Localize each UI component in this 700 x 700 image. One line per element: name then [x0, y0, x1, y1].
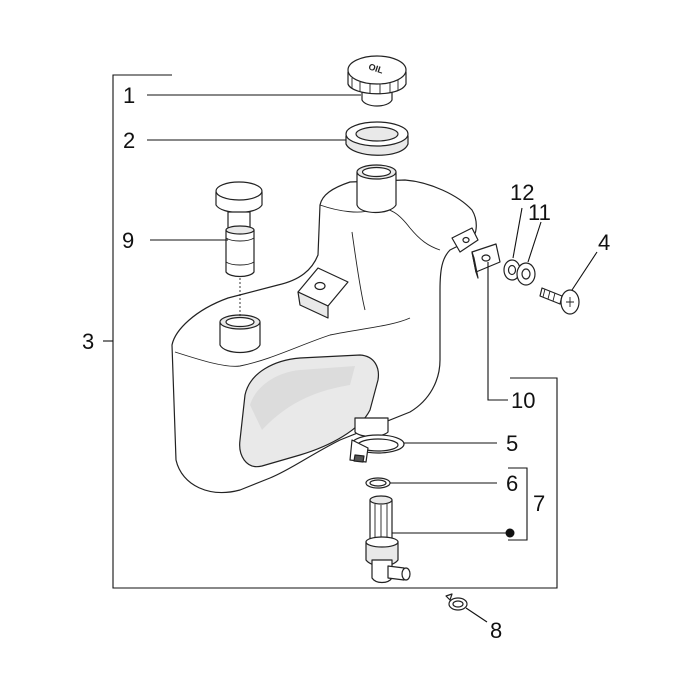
screw-part-4 [539, 287, 580, 315]
callout-6: 6 [506, 471, 518, 496]
callout-2: 2 [123, 128, 135, 153]
hose-clamp-part-5 [349, 434, 405, 463]
clip-nut-part-10 [471, 243, 501, 279]
assembly-frame-3 [112, 74, 558, 589]
leader-7-dot [505, 528, 515, 538]
grommet-part-2 [345, 121, 409, 156]
leader-12 [512, 207, 523, 259]
group-bracket-7 [508, 467, 528, 541]
callout-1: 1 [123, 83, 135, 108]
oil-tank [171, 164, 479, 494]
dipstick-part-9 [215, 181, 263, 318]
leader-4 [571, 251, 598, 291]
leader-11 [527, 221, 542, 263]
hose-clip-part-8 [445, 593, 468, 611]
oil-cap-part-1: OIL [347, 55, 407, 107]
callout-7: 7 [533, 491, 545, 516]
outlet-fitting-part-7 [365, 495, 411, 584]
callout-10: 10 [511, 388, 535, 413]
callout-3: 3 [82, 329, 94, 354]
o-ring-part-6 [365, 477, 391, 489]
callout-8: 8 [490, 618, 502, 643]
spring-washer-part-11 [516, 262, 536, 286]
callout-11: 11 [528, 200, 551, 225]
callout-12: 12 [510, 180, 534, 205]
cap-lettering: OIL [367, 62, 385, 76]
callout-4: 4 [598, 230, 610, 255]
leader-8 [465, 607, 488, 623]
callout-9: 9 [122, 228, 134, 253]
leader-10 [487, 262, 508, 401]
callout-5: 5 [506, 431, 518, 456]
